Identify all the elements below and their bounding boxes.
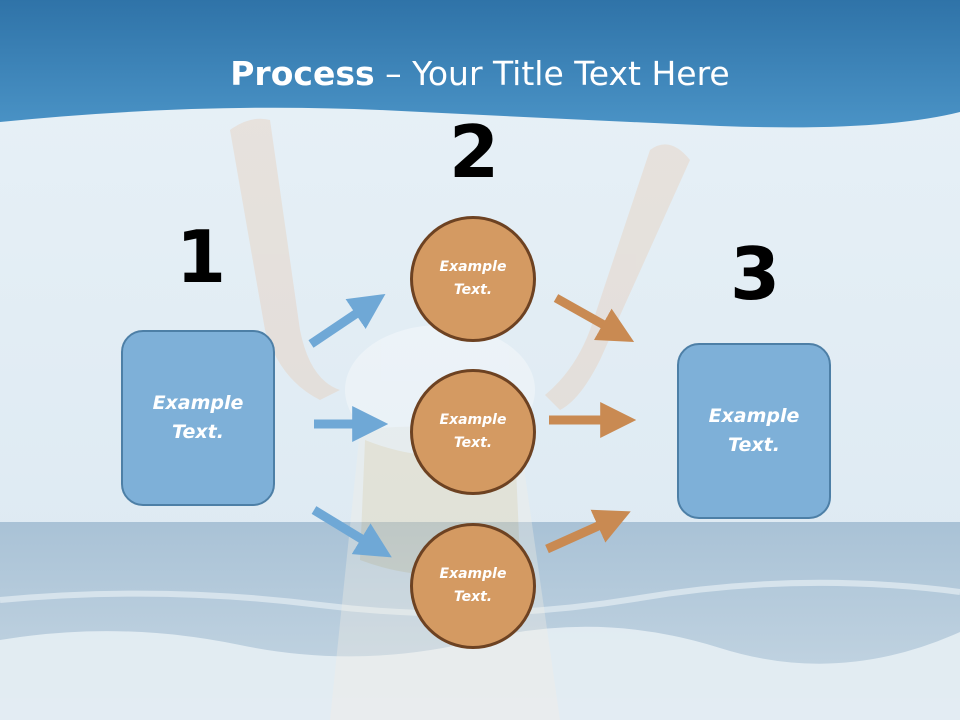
step-number-1: 1: [176, 215, 227, 299]
step-3-text: Example Text.: [708, 405, 800, 456]
step-1-box: Example Text.: [121, 330, 275, 506]
title-bold: Process: [230, 54, 375, 93]
arrow-blue-down: [311, 506, 392, 558]
arrow-blue-up: [308, 293, 386, 348]
arrow-orange-up: [545, 509, 631, 554]
circle-middle-text: Example Text.: [439, 412, 507, 451]
step-number-2: 2: [449, 110, 500, 194]
circle-bottom: Example Text.: [410, 523, 536, 649]
header-band: [0, 0, 960, 128]
circle-top: Example Text.: [410, 216, 536, 342]
step-number-3: 3: [730, 232, 781, 316]
circle-middle: Example Text.: [410, 369, 536, 495]
step-1-text: Example Text.: [152, 392, 244, 443]
arrow-orange-down: [553, 294, 635, 342]
step-3-box: Example Text.: [677, 343, 831, 519]
circle-bottom-text: Example Text.: [439, 566, 507, 605]
circle-top-text: Example Text.: [439, 259, 507, 298]
title-rest: – Your Title Text Here: [374, 54, 730, 93]
slide-title: Process – Your Title Text Here: [0, 52, 960, 96]
